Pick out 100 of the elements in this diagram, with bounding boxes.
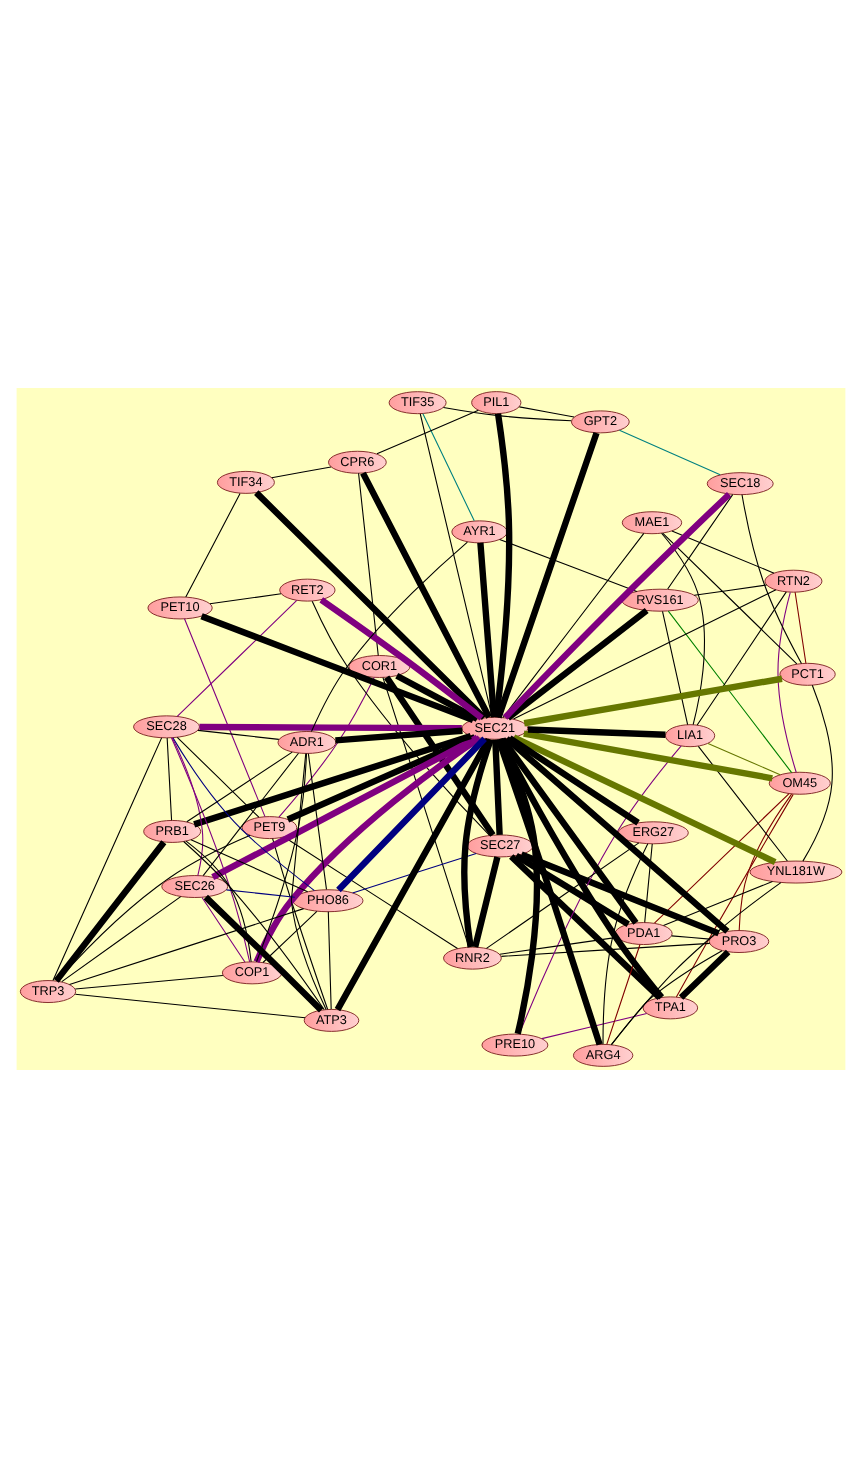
connector [203,894,324,1013]
connector [667,610,793,774]
connector [384,675,496,837]
connector [53,840,167,983]
connector [644,843,653,923]
connector [794,591,807,664]
connector [74,993,306,1019]
connector [502,491,732,720]
connector [671,530,775,574]
connector [472,856,501,948]
connector [500,942,711,957]
connector [190,839,309,893]
connector [176,599,298,717]
connector [211,734,479,880]
connector [255,753,308,963]
connector [653,793,790,924]
connector [485,842,640,949]
connector [697,745,788,862]
connector [334,737,492,1012]
connector [662,881,773,927]
connector [506,607,649,721]
connector [172,737,315,892]
connector [523,675,783,727]
connector [512,734,777,866]
connector [199,723,462,732]
connector [376,409,479,455]
connector [509,854,662,1001]
connector [335,727,463,744]
connector [671,935,711,940]
connector [518,406,575,418]
connector [61,896,182,983]
connector [56,834,251,982]
connector [502,532,645,719]
connector [461,738,494,948]
connector [310,541,468,733]
connector [693,584,768,596]
connector [500,737,639,925]
connector [606,944,641,1045]
connector [272,838,329,1010]
connector [419,413,493,718]
connector [520,851,720,937]
connector [618,429,721,476]
connector [336,736,487,893]
connector [225,889,296,898]
connector [200,613,475,723]
connector [262,910,318,964]
connector [497,737,665,1000]
connector [166,737,173,821]
connector [186,751,293,823]
connector [271,466,332,479]
connector [201,896,246,963]
connector [253,735,482,964]
connector [495,431,600,719]
connector [442,406,572,422]
connector [360,471,492,719]
connector [352,853,477,894]
connector [499,538,638,592]
connector [493,413,513,718]
connector [171,737,204,877]
connector [286,734,477,823]
connector [527,726,666,738]
connector [523,730,773,782]
connector [395,672,479,722]
connector [777,591,797,773]
connector [382,677,470,948]
connector [499,936,618,955]
connector [661,532,705,726]
connector [707,742,781,776]
connector [741,494,802,664]
connector [422,413,475,522]
connector [290,753,327,1011]
connector [319,597,484,721]
connector [678,949,731,1000]
connector [254,490,487,720]
connector [696,591,787,726]
connector [492,739,503,835]
connector [185,492,241,598]
connector [802,684,833,862]
connector [197,729,280,740]
connector [541,1013,648,1040]
connector [661,610,689,726]
connector [327,911,332,1010]
connector [667,494,734,590]
connector [170,737,251,963]
connector [311,600,491,836]
connector [185,840,252,963]
connector [602,843,649,1045]
connector [497,737,541,1035]
connector [307,753,328,890]
connector [514,853,630,927]
connector [675,793,794,998]
connector [662,532,798,665]
connector [183,840,325,1011]
connector [183,618,266,818]
connector [738,793,793,931]
connector [74,975,224,990]
connector [209,593,282,605]
connector [176,736,260,818]
connector [495,738,603,1046]
connector [358,472,379,657]
